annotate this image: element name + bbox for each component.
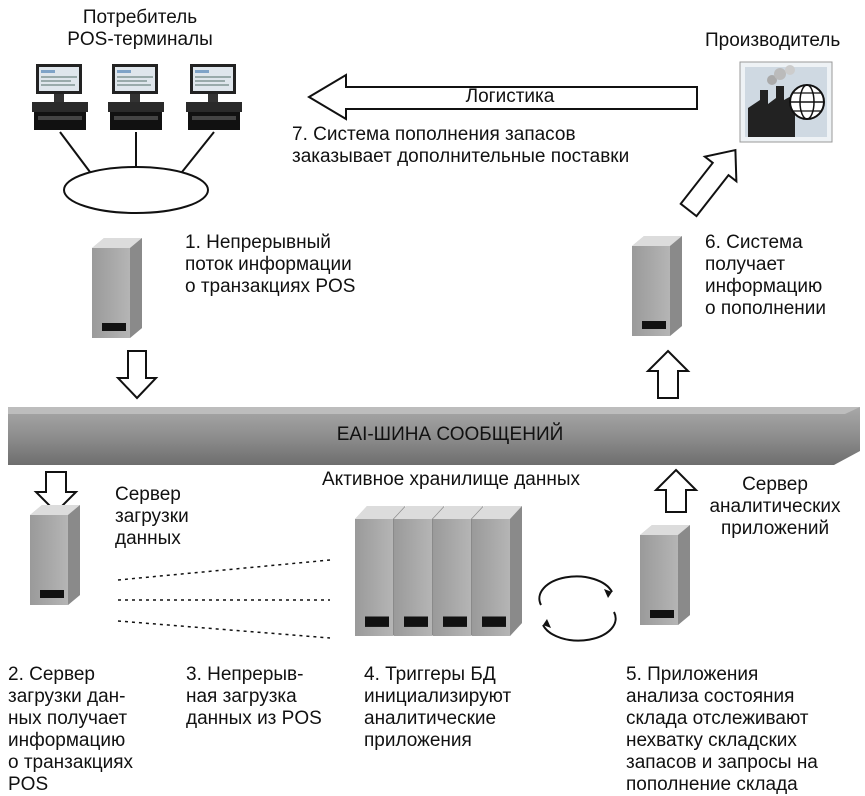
load-server-label: Сервер загрузки данных: [115, 484, 189, 549]
cycle-arrowhead: [543, 619, 551, 628]
step5-label: 5. Приложения анализа состояния склада о…: [626, 664, 818, 795]
load-server-icon: [30, 505, 80, 605]
pos-to-bus-arrow: [115, 350, 159, 400]
analytics-server-icon: [640, 525, 690, 625]
step2-label: 2. Сервер загрузки дан- ных получает инф…: [8, 664, 134, 795]
pos-terminal-icon: [108, 64, 164, 130]
bus-to-load-server-arrow: [33, 471, 79, 514]
step4-label: 4. Триггеры БД инициализируют аналитичес…: [364, 664, 512, 751]
pos-server-icon: [92, 238, 142, 338]
warehouse-server-icon: [472, 506, 522, 636]
step6-label: 6. Система получает информацию о пополне…: [705, 232, 827, 319]
logistics-label: Логистика: [465, 86, 555, 107]
warehouse-title: Активное хранилище данных: [322, 469, 581, 490]
step7-label: 7. Система пополнения запасов заказывает…: [292, 124, 630, 167]
replenishment-server-icon: [632, 236, 682, 336]
pos-terminal-icon: [32, 64, 88, 130]
bus-to-replenishment-arrow: [645, 349, 691, 399]
pos-terminal-icon: [186, 64, 242, 130]
cycle-icon: [538, 575, 617, 642]
analytics-server-label: Сервер аналитических приложений: [709, 474, 841, 539]
analytics-to-bus-arrow: [653, 468, 699, 513]
bus-label: EAI-ШИНА СООБЩЕНИЙ: [336, 424, 564, 445]
network-lines: [59, 131, 215, 173]
factory-globe-icon: [739, 61, 833, 143]
step3-label: 3. Непрерыв- ная загрузка данных из POS: [186, 664, 322, 729]
logistics-arrow: [307, 73, 698, 121]
network-ring: [63, 166, 209, 214]
consumer-title: Потребитель POS-терминалы: [67, 7, 213, 50]
data-load-lines: [117, 559, 331, 639]
to-producer-arrow: [679, 148, 738, 218]
producer-title: Производитель: [705, 30, 841, 51]
step1-label: 1. Непрерывный поток информации о транза…: [185, 232, 356, 297]
eai-bus: [8, 407, 860, 465]
cycle-arrowhead: [604, 589, 612, 598]
